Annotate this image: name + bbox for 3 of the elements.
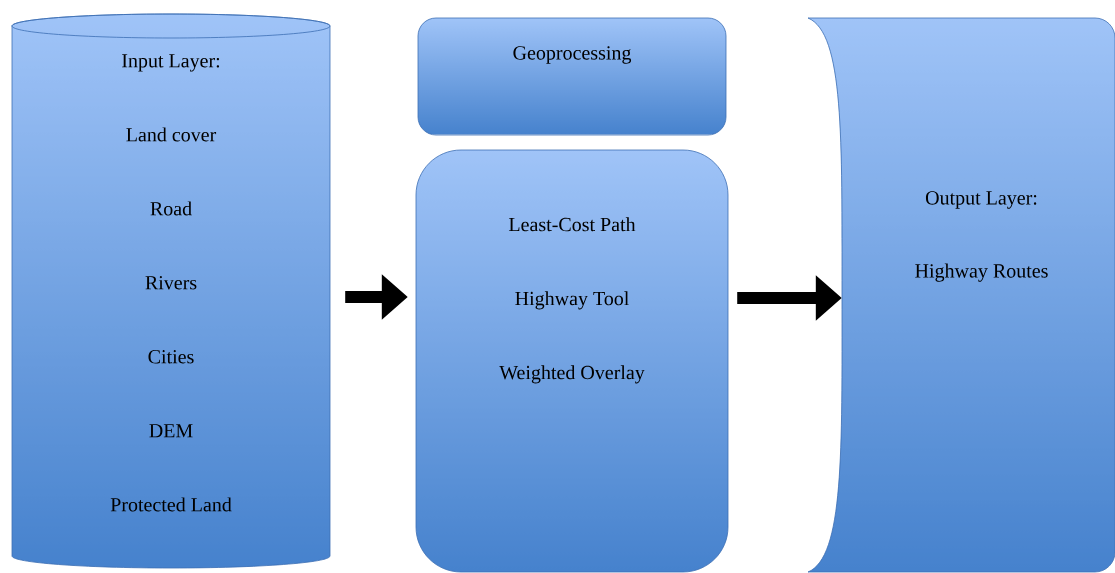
input-cylinder: Input Layer: Land cover Road Rivers Cities DEM Protected Land [11, 13, 331, 569]
process-box: Geoprocessing [417, 17, 727, 136]
process-box: Least-Cost Path Highway Tool Weighted Overlay [415, 149, 729, 573]
